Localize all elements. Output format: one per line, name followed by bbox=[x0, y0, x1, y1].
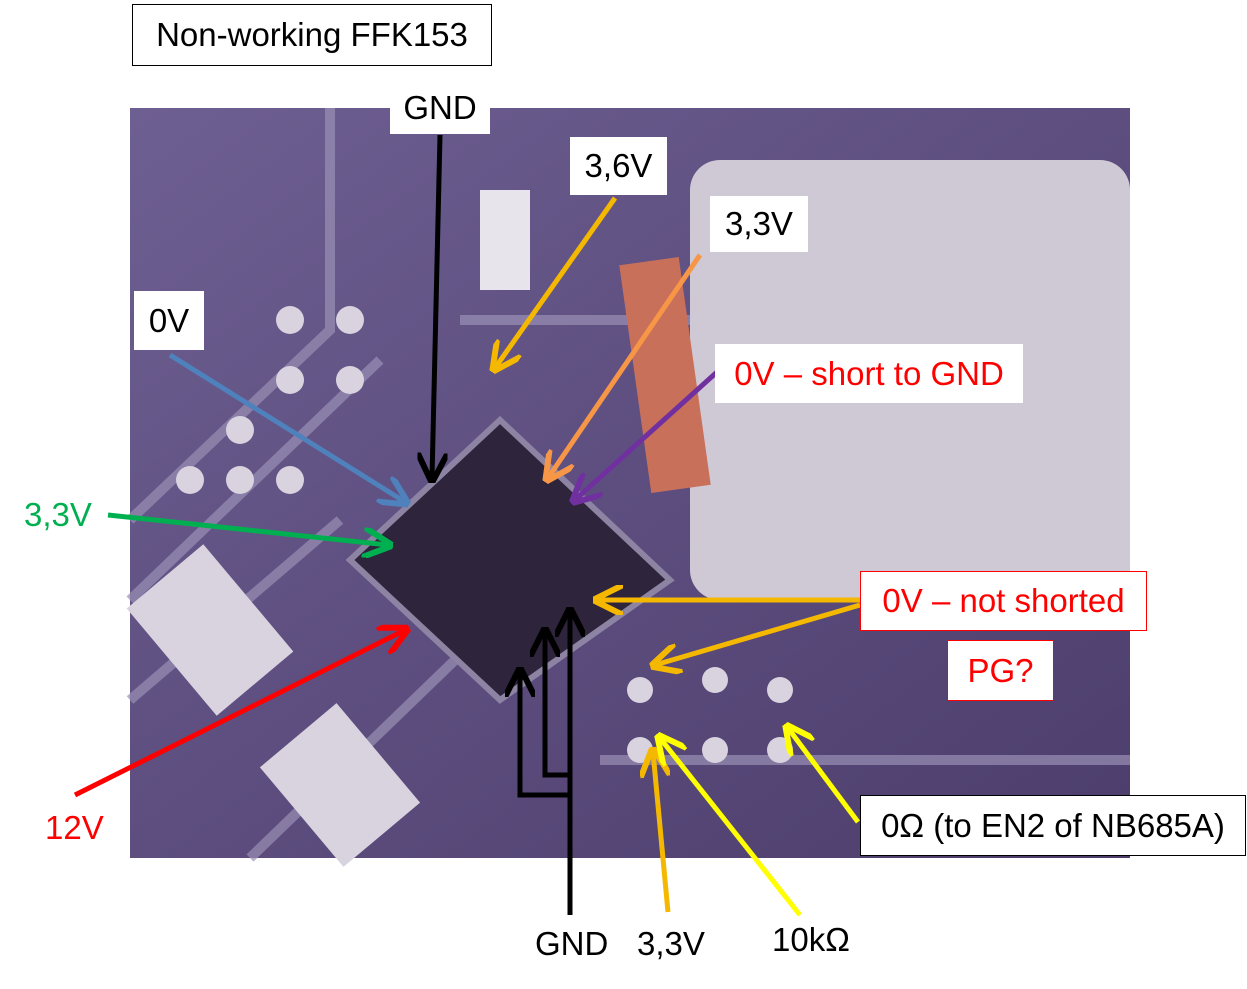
label-3v3-bottom: 3,3V bbox=[637, 925, 705, 962]
label-short-to-gnd: 0V – short to GND bbox=[715, 344, 1023, 403]
label-3v3-left: 3,3V bbox=[24, 496, 92, 533]
label-0v-left: 0V bbox=[134, 291, 204, 350]
arrows bbox=[73, 134, 861, 917]
label-gnd-top: GND bbox=[390, 82, 490, 134]
label-3v3-top: 3,3V bbox=[710, 196, 808, 252]
resistor bbox=[619, 256, 711, 494]
capacitor bbox=[480, 190, 530, 290]
label-en2: 0Ω (to EN2 of NB685A) bbox=[860, 795, 1246, 856]
label-not-shorted: 0V – not shorted bbox=[860, 571, 1147, 631]
label-pg: PG? bbox=[947, 640, 1054, 701]
label-3v6: 3,6V bbox=[570, 137, 667, 195]
label-10k: 10kΩ bbox=[772, 921, 850, 958]
label-gnd-bottom: GND bbox=[535, 925, 609, 962]
label-12v: 12V bbox=[45, 809, 104, 846]
ffk153-chip bbox=[345, 415, 675, 704]
figure-title: Non-working FFK153 bbox=[132, 4, 492, 66]
